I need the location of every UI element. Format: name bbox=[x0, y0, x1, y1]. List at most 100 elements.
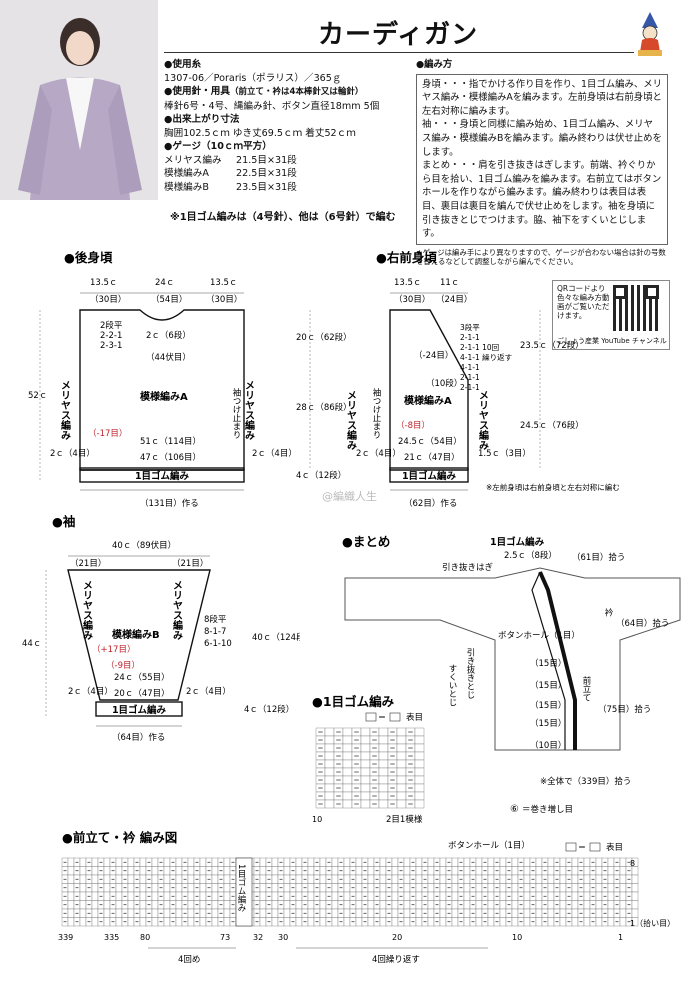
chart-cell bbox=[535, 857, 543, 867]
chart-cell bbox=[499, 857, 507, 867]
back-mid: 28ｃ（86段） bbox=[296, 402, 352, 413]
chart-cell bbox=[175, 908, 183, 918]
chart-cell bbox=[67, 891, 75, 901]
chart-cell bbox=[115, 857, 123, 867]
chart-cell bbox=[391, 891, 399, 901]
chart-cell bbox=[439, 917, 447, 927]
chart-cell bbox=[343, 866, 351, 876]
chart-cell bbox=[523, 891, 531, 901]
chart-cell bbox=[342, 735, 353, 745]
chart-cell bbox=[403, 866, 411, 876]
finish-hole: ボタンホール（1目） bbox=[498, 630, 580, 641]
chart-cell bbox=[342, 775, 353, 785]
yarn-text: 1307-06／Poraris（ポラリス）／365ｇ bbox=[164, 72, 342, 84]
finish-hiki: 引き抜きはぎ bbox=[442, 562, 494, 573]
back-w51: 51ｃ（114目） bbox=[140, 436, 201, 447]
chart-cell bbox=[79, 908, 87, 918]
chart-cell bbox=[79, 866, 87, 876]
chart-cell bbox=[378, 767, 389, 777]
method-box: 身頃・・・指でかける作り目を作り、1目ゴム編み、メリヤス編み・模様編みAを編みま… bbox=[416, 73, 668, 245]
chart-cell bbox=[378, 783, 389, 793]
chart-cell bbox=[331, 917, 339, 927]
sleeve-sidew: 2ｃ（4目） bbox=[68, 686, 113, 697]
chart-cell bbox=[463, 900, 471, 910]
page-title: カーディガン bbox=[318, 20, 479, 50]
chart-cell bbox=[259, 857, 267, 867]
chart-cell bbox=[331, 857, 339, 867]
chart-cell bbox=[187, 900, 195, 910]
chart-cell bbox=[259, 891, 267, 901]
front-side-right: メリヤス編み bbox=[477, 390, 489, 451]
watermark: @編織人生 bbox=[322, 489, 377, 503]
chart-cell bbox=[307, 883, 315, 893]
chart-cell bbox=[151, 866, 159, 876]
chart-cell bbox=[439, 866, 447, 876]
gauge-note: ★ゲージは編み手により異なりますので、ゲージが合わない場合は針の号数を替えるなど… bbox=[416, 247, 666, 266]
finish-15: （15目） bbox=[530, 658, 566, 669]
chart-cell bbox=[115, 883, 123, 893]
yarn-heading: ●使用糸 bbox=[164, 59, 202, 70]
chart-cell bbox=[415, 908, 423, 918]
chart-cell bbox=[451, 917, 459, 927]
chart-cell bbox=[115, 891, 123, 901]
chart-cell bbox=[283, 908, 291, 918]
chart-cell bbox=[619, 857, 627, 867]
chart-cell bbox=[283, 874, 291, 884]
chart-cell bbox=[619, 891, 627, 901]
finish-rib: 1目ゴム編み bbox=[490, 536, 545, 548]
chart-cell bbox=[427, 908, 435, 918]
chart-cell bbox=[391, 866, 399, 876]
chart-cell bbox=[355, 891, 363, 901]
chart-cell bbox=[79, 917, 87, 927]
front-row-label: 8 bbox=[630, 859, 635, 868]
chart-cell bbox=[115, 874, 123, 884]
chart-cell bbox=[139, 900, 147, 910]
chart-cell bbox=[127, 866, 135, 876]
sleeve-dec: 8段平 bbox=[204, 614, 227, 625]
back-pattern: 模様編みA bbox=[140, 390, 188, 403]
chart-cell bbox=[511, 917, 519, 927]
qr-box[interactable]: QRコードより色々な編み方動画がご覧いただけます。 ごしょう産業 YouTube… bbox=[552, 280, 670, 350]
chart-cell bbox=[415, 900, 423, 910]
front-ten: （10段） bbox=[426, 378, 462, 389]
front-top-st: （30目） bbox=[394, 294, 430, 305]
chart-cell bbox=[271, 874, 279, 884]
chart-cell bbox=[523, 874, 531, 884]
chart-cell bbox=[163, 874, 171, 884]
front-dec: 3段平 bbox=[460, 322, 480, 332]
chart-cell bbox=[559, 883, 567, 893]
front-top-w: 13.5ｃ bbox=[394, 278, 421, 288]
chart-cell bbox=[307, 917, 315, 927]
chart-cell bbox=[396, 735, 407, 745]
chart-cell bbox=[271, 908, 279, 918]
chart-cell bbox=[415, 917, 423, 927]
chart-cell bbox=[319, 891, 327, 901]
back-dec: 2-3-1 bbox=[100, 341, 122, 351]
back-title: ●後身頃 bbox=[64, 250, 113, 265]
chart-cell bbox=[463, 866, 471, 876]
chart-cell bbox=[163, 866, 171, 876]
right-front-diagram: ●右前身頃 13.5ｃ 11ｃ （30目） （24目） 1目ゴム編み 3段平 2… bbox=[345, 250, 620, 509]
chart-cell bbox=[163, 883, 171, 893]
chart-cell bbox=[414, 735, 425, 745]
chart-cell bbox=[342, 783, 353, 793]
chart-cell bbox=[607, 908, 615, 918]
qr-code-icon[interactable] bbox=[613, 285, 659, 331]
chart-cell bbox=[396, 799, 407, 809]
chart-cell bbox=[535, 866, 543, 876]
chart-cell bbox=[187, 908, 195, 918]
chart-cell bbox=[415, 874, 423, 884]
chart-cell bbox=[91, 900, 99, 910]
chart-cell bbox=[319, 883, 327, 893]
chart-cell bbox=[163, 891, 171, 901]
chart-cell bbox=[223, 857, 231, 867]
back-sleeve-mark: 袖つけ止まり bbox=[231, 387, 241, 439]
chart-cell bbox=[463, 883, 471, 893]
chart-cell bbox=[163, 857, 171, 867]
tools-sub: （前立て・衿は4本棒針又は輪針） bbox=[229, 87, 364, 97]
method-finish: まとめ・・・肩を引き抜きはぎします。前端、衿ぐりから目を拾い、1目ゴム編みを編み… bbox=[422, 160, 662, 240]
chart-cell bbox=[583, 917, 591, 927]
sleeve-height: 44ｃ bbox=[22, 639, 41, 649]
chart-cell bbox=[127, 891, 135, 901]
chart-cell bbox=[127, 857, 135, 867]
